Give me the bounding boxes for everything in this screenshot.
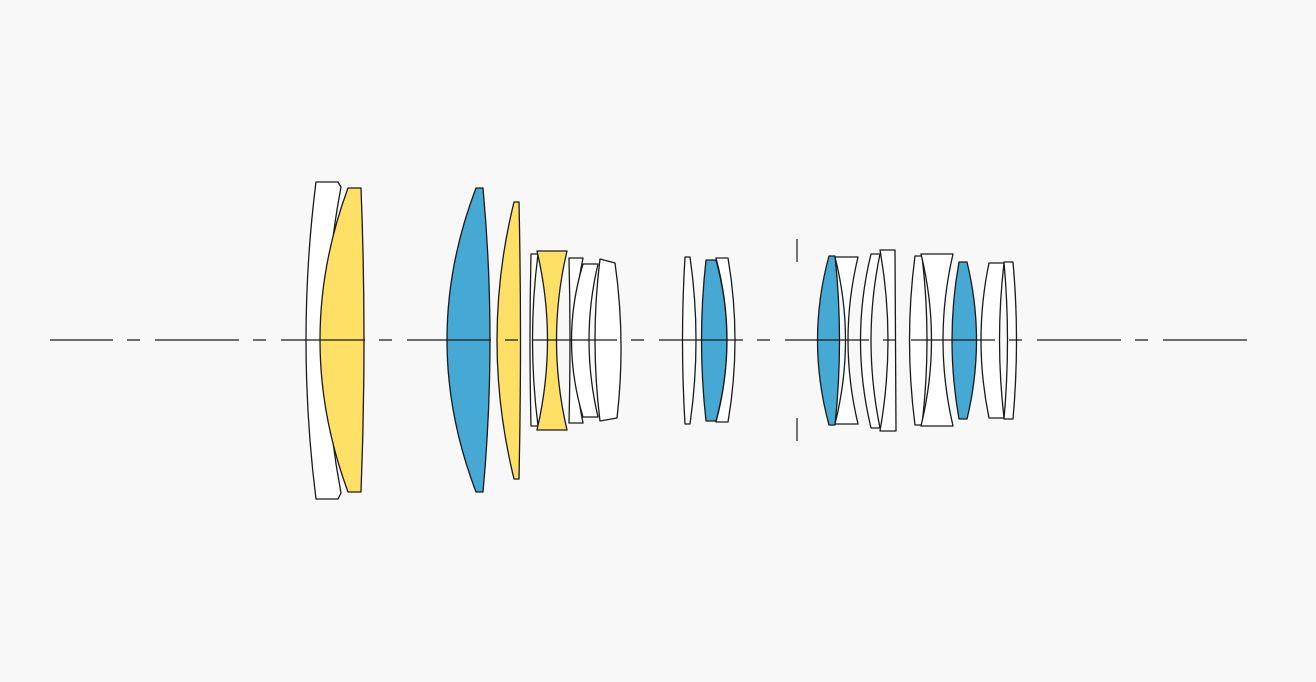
lens-element-15 xyxy=(859,253,881,429)
lens-element-12 xyxy=(715,257,736,423)
lens-elements xyxy=(305,181,1018,500)
